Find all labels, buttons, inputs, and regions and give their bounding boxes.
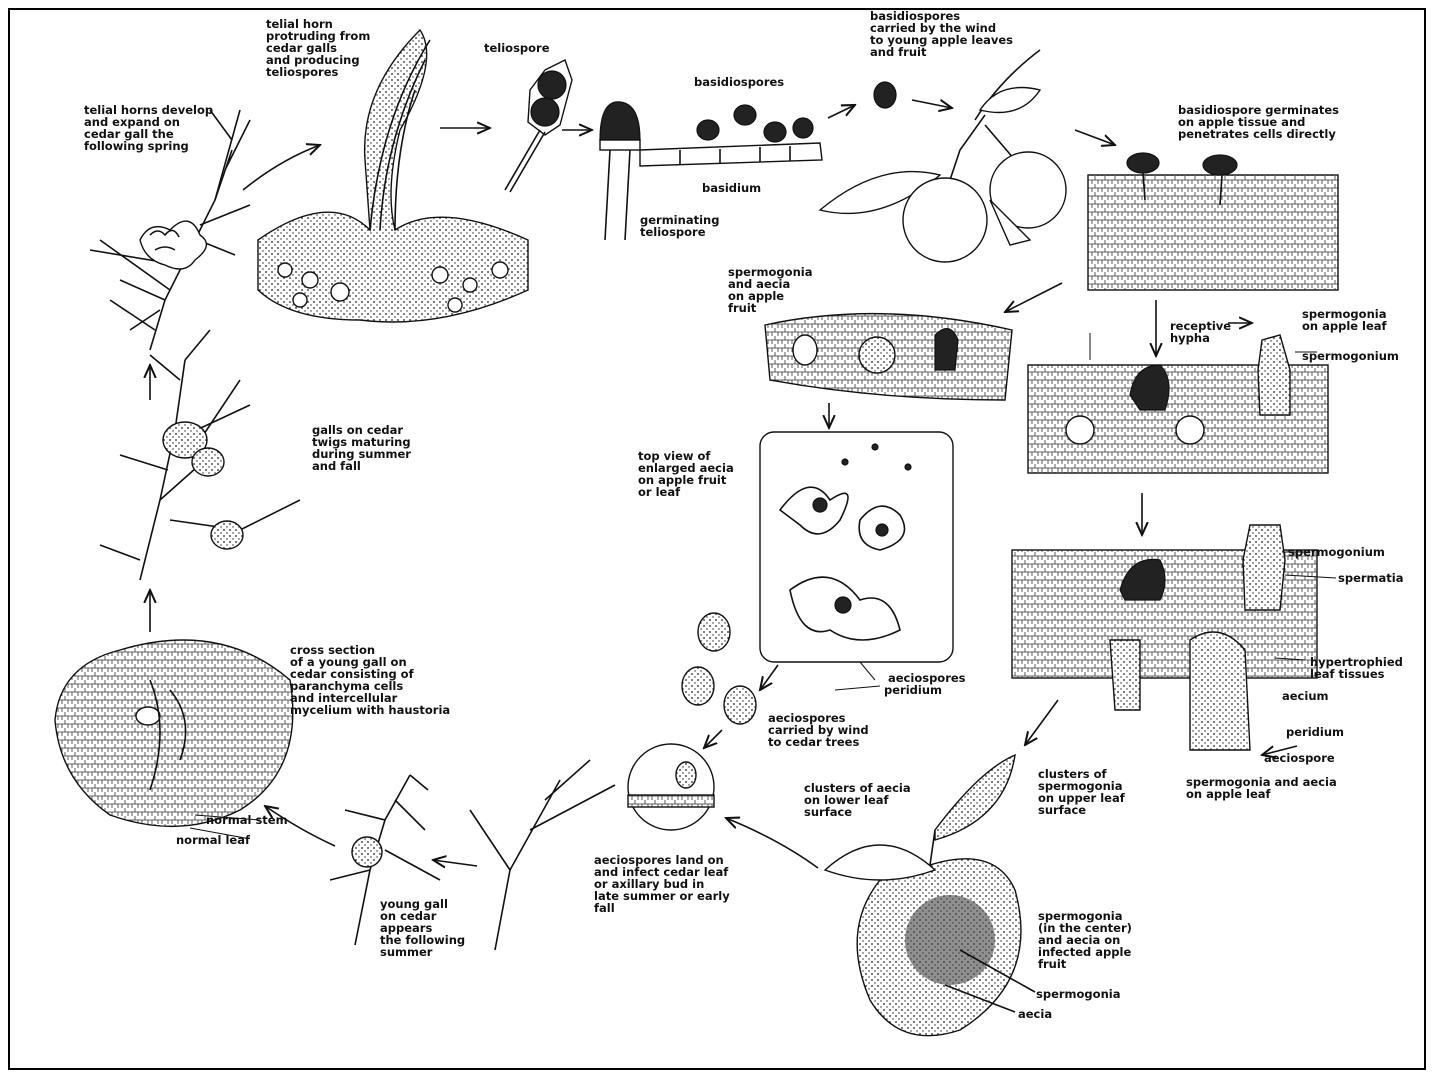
label-spermogonia-on-apple-leaf: spermogonia on apple leaf: [1302, 308, 1387, 332]
label-normal-leaf: normal leaf: [176, 834, 250, 846]
label-spermogonium-2: spermogonium: [1288, 546, 1385, 558]
label-basidium: basidium: [702, 182, 761, 194]
label-peridium-1: peridium: [1286, 726, 1344, 738]
apple-twig-with-fruit: [820, 50, 1066, 262]
label-basidiospores: basidiospores: [694, 76, 784, 88]
label-teliospore: teliospore: [484, 42, 550, 54]
label-peridium-2: peridium: [884, 684, 942, 696]
apple-leaf-section-aecia: [1012, 525, 1317, 750]
label-galls-on-cedar: galls on cedar twigs maturing during sum…: [312, 424, 411, 472]
label-basidiospore-germinates: basidiospore germinates on apple tissue …: [1178, 104, 1339, 140]
gall-cross-section: [55, 640, 293, 826]
aeciospores-drawing: [682, 613, 756, 724]
apple-tissue-penetration: [1088, 153, 1338, 290]
label-spermogonia-and-aecia-leaf: spermogonia and aecia on apple leaf: [1186, 776, 1337, 800]
aeciospore-landing: [628, 744, 714, 830]
cedar-twig-galls: [100, 330, 300, 580]
label-aecium: aecium: [1282, 690, 1329, 702]
label-aeciospore: aeciospore: [1264, 752, 1335, 764]
label-aeciospores-carried: aeciospores carried by wind to cedar tre…: [768, 712, 869, 748]
label-spermogonium-1: spermogonium: [1302, 350, 1399, 362]
label-spermogonia-3: spermogonia: [1036, 988, 1120, 1000]
label-germinating-teliospore: germinating teliospore: [640, 214, 719, 238]
label-young-gall: young gall on cedar appears the followin…: [380, 898, 465, 958]
label-telial-horns-develop: telial horns develop and expand on cedar…: [84, 104, 213, 152]
label-cross-section: cross section of a young gall on cedar c…: [290, 644, 450, 716]
label-spermatia: spermatia: [1338, 572, 1404, 584]
label-normal-stem: normal stem: [206, 814, 288, 826]
label-clusters-spermogonia: clusters of spermogonia on upper leaf su…: [1038, 768, 1125, 816]
label-top-view-aecia: top view of enlarged aecia on apple frui…: [638, 450, 734, 498]
apple-leaf-section-spermogonia: [1028, 335, 1328, 473]
label-spermogonia-aecia-fruit: spermogonia and aecia on apple fruit: [728, 266, 812, 314]
label-clusters-aecia: clusters of aecia on lower leaf surface: [804, 782, 911, 818]
label-spermogonia-center: spermogonia (in the center) and aecia on…: [1038, 910, 1132, 970]
label-aeciospores-land: aeciospores land on and infect cedar lea…: [594, 854, 730, 914]
label-aecia: aecia: [1018, 1008, 1052, 1020]
aecia-top-view: [760, 432, 953, 662]
apple-fruit-section: [765, 314, 1012, 400]
label-receptive-hypha: receptive hypha: [1170, 320, 1231, 344]
label-hypertrophied: hypertrophied leaf tissues: [1310, 656, 1403, 680]
teliospore-drawing: [505, 60, 572, 192]
label-basidiospores-carried: basidiospores carried by the wind to you…: [870, 10, 1013, 58]
label-telial-horn: telial horn protruding from cedar galls …: [266, 18, 370, 78]
